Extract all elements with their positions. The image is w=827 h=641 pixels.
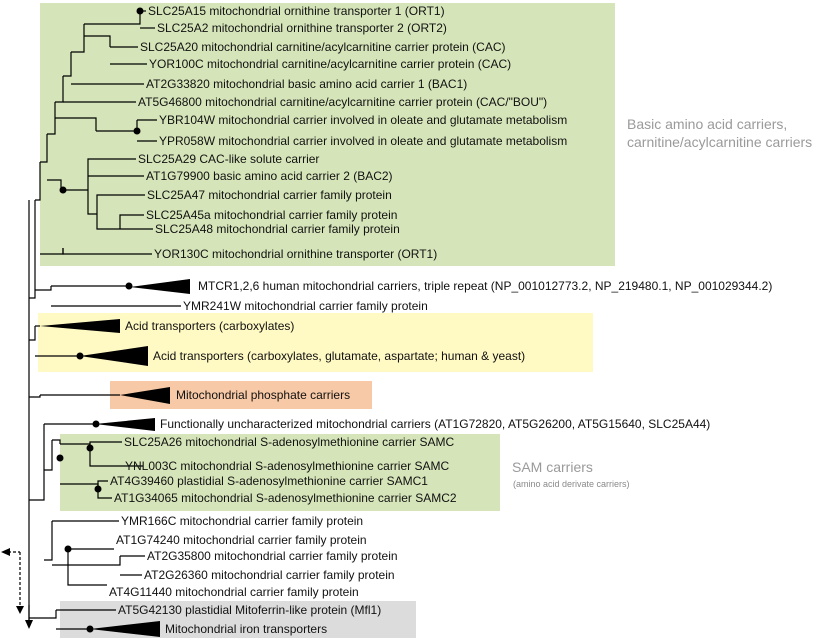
leaf-label: MTCR1,2,6 human mitochondrial carriers, … (198, 279, 772, 293)
leaf-label: Acid transporters (carboxylates, glutama… (153, 349, 525, 363)
leaf-label: SLC25A48 mitochondrial carrier family pr… (155, 222, 400, 236)
leaf-label: AT1G79900 basic amino acid carrier 2 (BA… (146, 169, 393, 183)
sam-carriers-group-box (60, 434, 500, 511)
clade-triangle-acid-human-yeast (80, 346, 148, 366)
leaf-label: YBR104W mitochondrial carrier involved i… (159, 113, 567, 127)
leaf-label: SLC25A29 CAC-like solute carrier (138, 152, 319, 166)
leaf-label: Mitochondrial iron transporters (165, 622, 327, 636)
outgroup-arrows (1, 548, 33, 629)
acid-transporters-group-box (38, 313, 593, 372)
leaf-label: SLC25A45a mitochondrial carrier family p… (146, 208, 397, 222)
leaf-label: Functionally uncharacterized mitochondri… (160, 417, 710, 431)
leaf-label: YNL003C mitochondrial S-adenosylmethioni… (125, 459, 449, 473)
leaf-label: AT4G11440 mitochondrial carrier family p… (109, 585, 359, 599)
leaf-label: AT5G46800 mitochondrial carnitine/acylca… (138, 95, 547, 109)
leaf-label: YPR058W mitochondrial carrier involved i… (159, 134, 567, 148)
down-arrow-icon (16, 606, 24, 614)
leaf-label: YMR241W mitochondrial carrier family pro… (183, 299, 428, 313)
clade-triangle-phosphate (120, 387, 170, 404)
clade-triangle-mtcr (130, 279, 190, 294)
leaf-label: SLC25A15 mitochondrial ornithine transpo… (148, 4, 445, 18)
leaf-label: YOR100C mitochondrial carnitine/acylcarn… (149, 57, 511, 71)
leaf-labels: SLC25A15 mitochondrial ornithine transpo… (109, 4, 772, 636)
leaf-label: Acid transporters (carboxylates) (125, 319, 294, 333)
leaf-label: YMR166C mitochondrial carrier family pro… (121, 514, 363, 528)
clade-triangle-uncharacterized (95, 418, 155, 431)
sam-group-label: SAM carriers (512, 459, 593, 475)
leaf-label: AT2G35800 mitochondrial carrier family p… (147, 549, 398, 563)
leaf-label: SLC25A20 mitochondrial carnitine/acylcar… (140, 40, 506, 54)
clade-triangle-acid-carboxylates (40, 319, 120, 333)
support-nodes (56, 7, 144, 633)
basic-group-label-line1: Basic amino acid carriers, (627, 116, 787, 132)
leaf-label: AT1G74240 mitochondrial carrier family p… (116, 533, 367, 547)
down-arrow-icon (25, 620, 33, 629)
leaf-label: SLC25A47 mitochondrial carrier family pr… (147, 188, 392, 202)
sam-group-sublabel: (amino acid derivate carriers) (513, 479, 630, 489)
leaf-label: AT4G39460 plastidial S-adenosylmethionin… (110, 474, 428, 488)
leaf-label: AT1G34065 mitochondrial S-adenosylmethio… (114, 491, 457, 505)
leaf-label: AT2G26360 mitochondrial carrier family p… (144, 568, 395, 582)
basic-group-label-line2: carnitine/acylcarnitine carriers (627, 134, 812, 150)
leaf-label: Mitochondrial phosphate carriers (176, 388, 350, 402)
leaf-label: YOR130C mitochondrial ornithine transpor… (154, 247, 437, 261)
clade-triangle-iron (90, 621, 160, 637)
leaf-label: SLC25A26 mitochondrial S-adenosylmethion… (124, 435, 454, 449)
left-arrow-icon (1, 548, 10, 556)
leaf-label: SLC25A2 mitochondrial ornithine transpor… (157, 21, 447, 35)
leaf-label: AT5G42130 plastidial Mitoferrin-like pro… (118, 603, 381, 617)
leaf-label: AT2G33820 mitochondrial basic amino acid… (146, 77, 467, 91)
